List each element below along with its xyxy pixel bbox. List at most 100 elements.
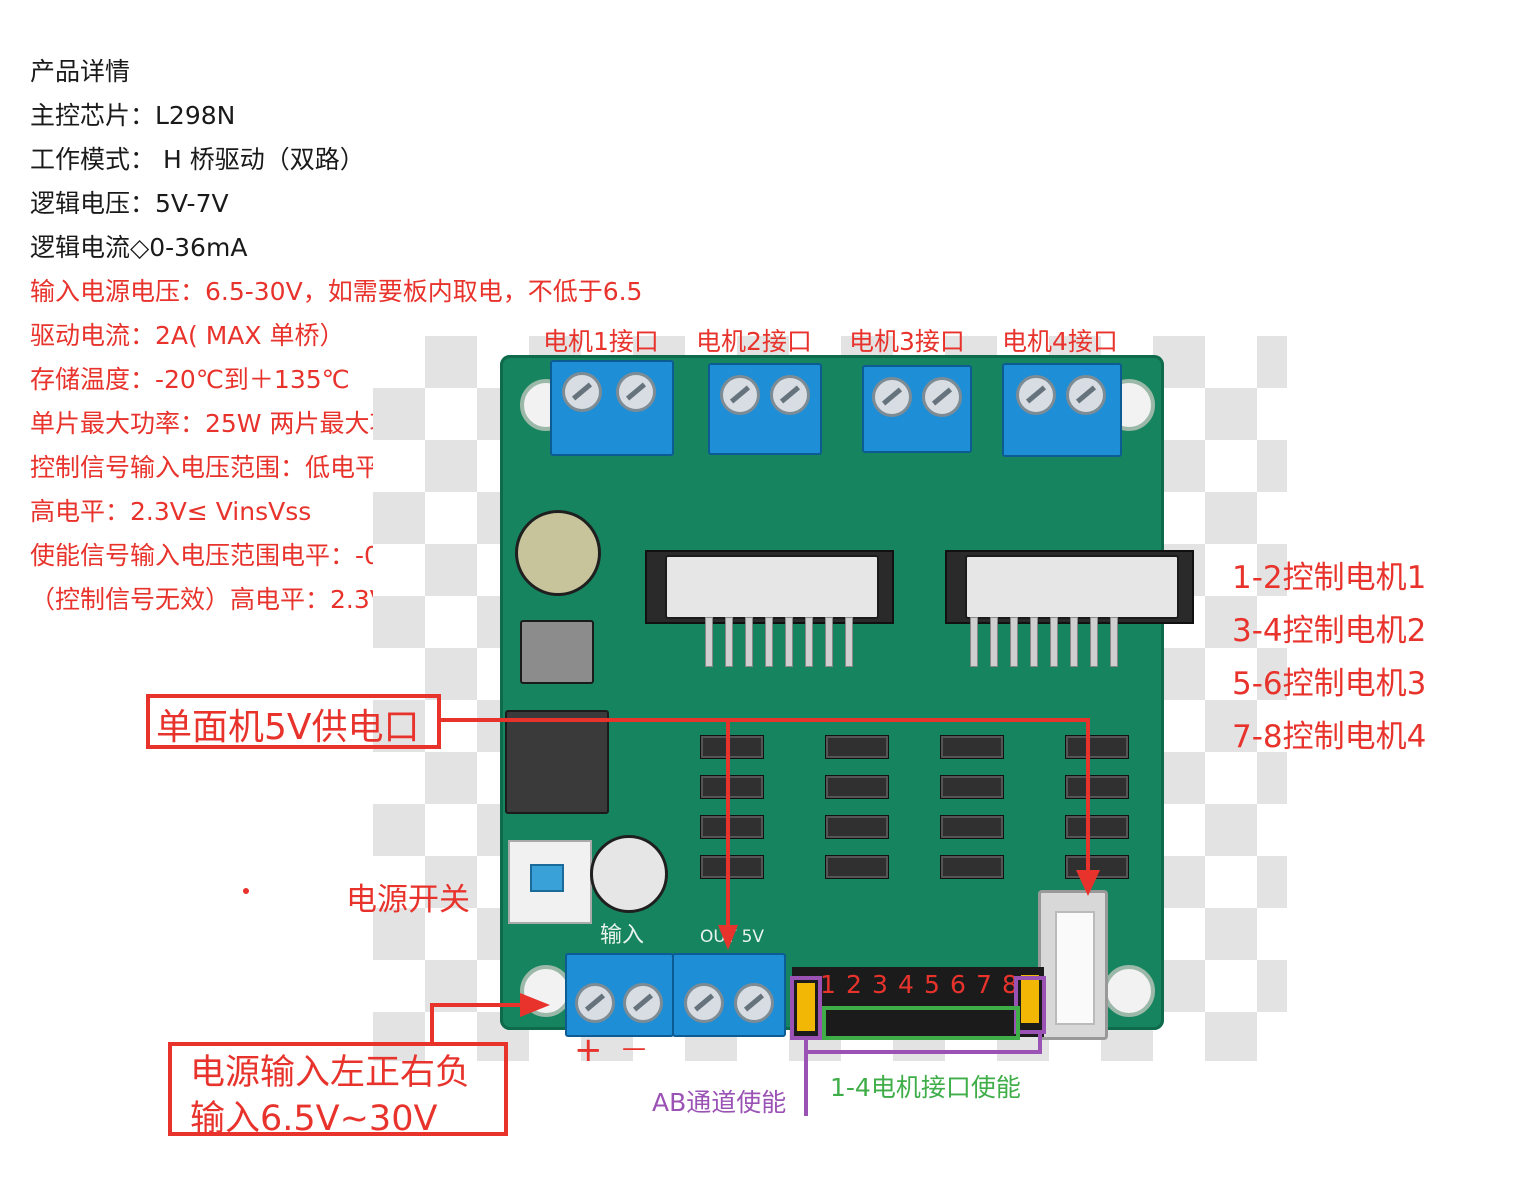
callout-line [441, 718, 730, 940]
power-switch-label: 电源开关 [346, 882, 470, 918]
spec-storage-temp: 存储温度：-20℃到＋135℃ [30, 365, 350, 394]
inductor [520, 620, 594, 684]
screw-icon [623, 983, 663, 1023]
motor2-terminal [708, 363, 822, 455]
diode [825, 855, 889, 879]
diode [1065, 735, 1129, 759]
screw-icon [922, 377, 962, 417]
pin-number: 1 [820, 970, 836, 999]
spec-drive-current: 驱动电流：2A( MAX 单桥） [30, 321, 345, 350]
motor-control-legend: 1-2控制电机1 3-4控制电机2 5-6控制电机3 7-8控制电机4 [1232, 552, 1426, 764]
chip-pin [990, 617, 998, 667]
screw-icon [734, 983, 774, 1023]
diode [700, 855, 764, 879]
chip-pin [1030, 617, 1038, 667]
pin-number: 6 [950, 970, 966, 999]
motor3-terminal [862, 365, 972, 453]
power-5v-callout: 单面机5V供电口 [156, 707, 420, 748]
connector-line [806, 1034, 1042, 1054]
chip-pin [725, 617, 733, 667]
marker-dot [243, 888, 249, 894]
callout-line [430, 1003, 525, 1042]
chip-pin [825, 617, 833, 667]
chip-pin [705, 617, 713, 667]
power-input-line1: 电源输入左正右负 [190, 1053, 471, 1093]
capacitor [590, 835, 668, 913]
motor4-port-label: 电机4接口 [1002, 327, 1118, 356]
pin-number: 4 [898, 970, 914, 999]
diode [700, 775, 764, 799]
screw-icon [1066, 375, 1106, 415]
plus-marker: + [574, 1030, 603, 1070]
side-label-3: 5-6控制电机3 [1232, 666, 1427, 702]
motor4-terminal [1002, 363, 1122, 457]
capacitor [515, 510, 601, 596]
screw-icon [575, 983, 615, 1023]
arrow-down-icon [1076, 870, 1100, 896]
spec-input-voltage: 输入电源电压：6.5-30V，如需要板内取电，不低于6.5 [30, 277, 643, 306]
side-label-1: 1-2控制电机1 [1232, 560, 1427, 596]
usb-socket [1055, 911, 1095, 1025]
screw-icon [770, 375, 810, 415]
screw-icon [684, 983, 724, 1023]
spec-logic-voltage: 逻辑电压：5V-7V [30, 189, 229, 218]
silk-input: 输入 [600, 923, 645, 948]
motor2-port-label: 电机2接口 [696, 327, 812, 356]
jumper-enb[interactable] [1021, 975, 1039, 1023]
arrow-down-icon [718, 925, 738, 950]
pin-number: 7 [976, 970, 992, 999]
spec-mode: 工作模式： H 桥驱动（双路） [30, 145, 365, 174]
enb-jumper-highlight [1014, 976, 1046, 1034]
chip-pin [1090, 617, 1098, 667]
l298n-chip-right [965, 555, 1179, 619]
pin-number: 5 [924, 970, 940, 999]
pcb-board: 输入 OUT 5V [500, 355, 1194, 1040]
power-5v-callout-box [146, 694, 441, 749]
pin-number: 8 [1002, 970, 1018, 999]
power-input-terminal [565, 953, 674, 1037]
spec-title: 产品详情 [30, 57, 131, 86]
motor3-port-label: 电机3接口 [849, 327, 965, 356]
screw-icon [720, 375, 760, 415]
diode [825, 815, 889, 839]
diode [940, 775, 1004, 799]
side-label-2: 3-4控制电机2 [1232, 613, 1427, 649]
screw-icon [1016, 375, 1056, 415]
screw-icon [616, 372, 656, 412]
side-label-4: 7-8控制电机4 [1232, 719, 1427, 755]
motor-enable-label: 1-4电机接口使能 [830, 1073, 1021, 1102]
chip-pin [970, 617, 978, 667]
chip-pin [1110, 617, 1118, 667]
spec-logic-current: 逻辑电流◇0-36mA [30, 233, 248, 262]
power-5v-terminal [672, 953, 786, 1037]
minus-marker: — [622, 1034, 646, 1062]
diode [940, 815, 1004, 839]
pin-number: 2 [846, 970, 862, 999]
chip-pin [1070, 617, 1078, 667]
chip-pin [1010, 617, 1018, 667]
chip-pin [745, 617, 753, 667]
spec-high-level: 高电平：2.3V≤ VinsVss [30, 497, 312, 526]
motor-enable-highlight [822, 1006, 1020, 1040]
voltage-regulator [505, 710, 609, 814]
diode [1065, 815, 1129, 839]
switch-toggle[interactable] [530, 864, 564, 892]
power-input-callout-box [168, 1042, 508, 1136]
jumper-ena[interactable] [797, 983, 815, 1031]
spec-chip: 主控芯片：L298N [30, 101, 236, 130]
diode [940, 735, 1004, 759]
ab-enable-label: AB通道使能 [652, 1088, 787, 1117]
arrow-right-icon [520, 993, 550, 1017]
motor1-port-label: 电机1接口 [543, 327, 659, 356]
pin-number: 3 [872, 970, 888, 999]
chip-pin [845, 617, 853, 667]
usb-port [1038, 890, 1108, 1040]
diode [825, 735, 889, 759]
callout-line [728, 718, 1090, 890]
diode [1065, 775, 1129, 799]
power-input-line2: 输入6.5V~30V [190, 1099, 438, 1139]
screw-icon [562, 372, 602, 412]
diode [700, 815, 764, 839]
screw-icon [872, 377, 912, 417]
